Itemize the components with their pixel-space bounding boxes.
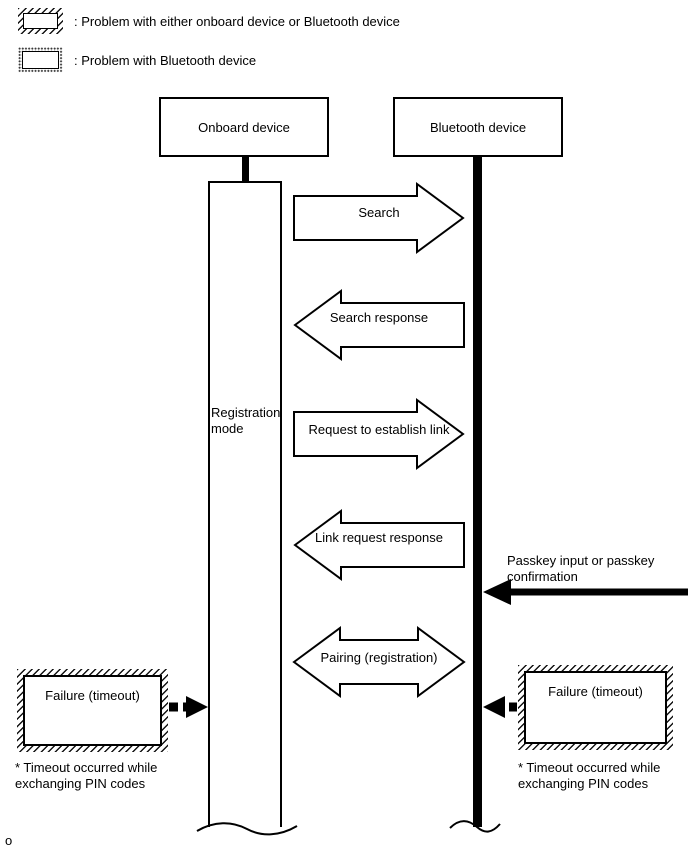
failure-left-arrow-head [186, 696, 208, 718]
bluetooth-lifeline [473, 155, 482, 827]
onboard-lifeline-break-wave [196, 822, 298, 836]
failure-box-right-label: Failure (timeout) [548, 684, 643, 699]
failure-box-right-inner: Failure (timeout) [524, 671, 667, 744]
failure-box-left-inner: Failure (timeout) [23, 675, 162, 746]
message-label-search-response: Search response [329, 310, 429, 325]
failure-right-arrow-head [483, 696, 505, 718]
search-response-arrow-left [293, 289, 465, 361]
passkey-arrow-head [483, 579, 511, 605]
legend-label-problem-either: : Problem with either onboard device or … [74, 14, 400, 29]
pairing-arrow-both [292, 626, 466, 698]
message-label-link-request-response: Link request response [315, 530, 443, 545]
onboard-lifeline-connector [242, 155, 249, 182]
message-label-request-establish-link: Request to establish link [308, 422, 450, 437]
bluetooth-lifeline-break-wave [449, 820, 501, 833]
failure-right-note: * Timeout occurred while exchanging PIN … [518, 760, 661, 791]
registration-mode-label: Registration mode [211, 405, 281, 436]
legend-swatch-inner [23, 13, 58, 29]
failure-box-left-label: Failure (timeout) [45, 688, 140, 703]
onboard-device-label: Onboard device [198, 119, 290, 135]
legend-swatch-inner [22, 51, 59, 69]
failure-box-right: Failure (timeout) [518, 665, 673, 750]
legend-swatch-dotted-hatch [18, 47, 63, 73]
message-label-search: Search [358, 205, 400, 220]
legend-swatch-diagonal-hatch [18, 8, 63, 34]
onboard-device-box: Onboard device [159, 97, 329, 157]
bluetooth-device-box: Bluetooth device [393, 97, 563, 157]
link-request-response-arrow-left [293, 509, 465, 581]
failure-left-note: * Timeout occurred while exchanging PIN … [15, 760, 158, 791]
message-label-pairing: Pairing (registration) [320, 650, 438, 665]
passkey-label: Passkey input or passkey confirmation [507, 553, 655, 584]
origin-mark: o [5, 833, 13, 848]
legend-label-problem-bluetooth: : Problem with Bluetooth device [74, 53, 257, 68]
onboard-activation-bar [208, 181, 282, 827]
search-arrow-right [293, 182, 465, 254]
failure-box-left: Failure (timeout) [17, 669, 168, 752]
request-establish-link-arrow-right [293, 398, 465, 470]
bluetooth-device-label: Bluetooth device [429, 119, 527, 135]
